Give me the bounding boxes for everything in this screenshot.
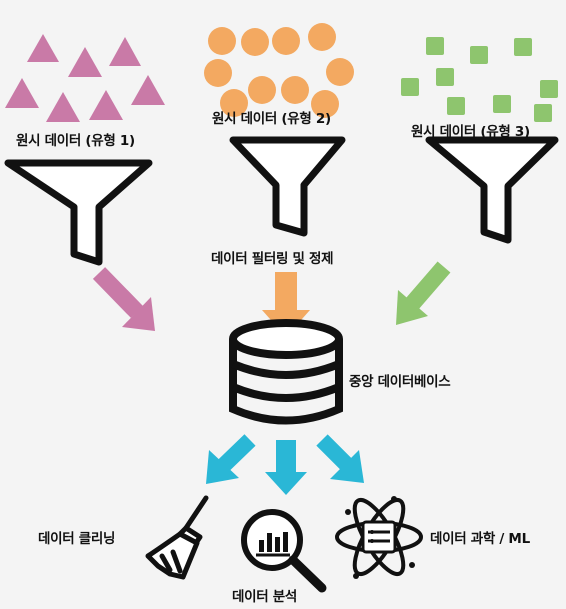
triangle-point: [27, 34, 59, 62]
arrow-green: [396, 261, 451, 325]
square-point: [540, 80, 558, 98]
square-point: [426, 37, 444, 55]
circle-point: [311, 90, 339, 118]
triangle-point: [109, 37, 141, 66]
funnel-icon-2: [229, 136, 346, 237]
circle-point: [204, 59, 232, 87]
triangle-point: [131, 75, 165, 105]
arrow-down-center: [265, 440, 307, 495]
circle-point: [308, 23, 336, 51]
square-point: [534, 104, 552, 122]
filter-label: 데이터 필터링 및 정제: [211, 251, 334, 267]
funnel-icon-3: [425, 136, 559, 244]
output-label-analysis: 데이터 분석: [232, 589, 297, 605]
square-point: [436, 68, 454, 86]
triangle-point: [5, 78, 39, 108]
circle-point: [220, 89, 248, 117]
type2-data-points: [204, 23, 354, 118]
source-label-type2: 원시 데이터 (유형 2): [212, 111, 331, 127]
square-point: [514, 38, 532, 56]
circle-point: [208, 27, 236, 55]
arrow-down-left: [206, 434, 256, 484]
square-point: [493, 95, 511, 113]
square-point: [447, 97, 465, 115]
source-label-type3: 원시 데이터 (유형 3): [411, 124, 530, 140]
triangle-point: [89, 90, 123, 120]
type1-data-points: [5, 34, 165, 122]
circle-point: [272, 27, 300, 55]
circle-point: [248, 76, 276, 104]
database-icon: [229, 319, 343, 425]
magnifier-chart-icon: [241, 509, 327, 593]
atom-icon: [335, 496, 423, 579]
circle-point: [326, 58, 354, 86]
circle-point: [281, 76, 309, 104]
square-point: [470, 46, 488, 64]
arrow-pink: [92, 267, 155, 331]
broom-icon: [145, 495, 209, 580]
circle-point: [241, 28, 269, 56]
triangle-point: [46, 92, 80, 122]
triangle-point: [68, 47, 102, 77]
database-label: 중앙 데이터베이스: [349, 374, 451, 390]
type3-data-points: [401, 37, 558, 122]
output-label-science: 데이터 과학 / ML: [430, 531, 530, 547]
arrow-down-right: [316, 434, 364, 483]
source-label-type1: 원시 데이터 (유형 1): [16, 133, 135, 149]
funnel-icon-1: [4, 159, 153, 266]
output-label-cleaning: 데이터 클리닝: [38, 531, 116, 547]
square-point: [401, 78, 419, 96]
